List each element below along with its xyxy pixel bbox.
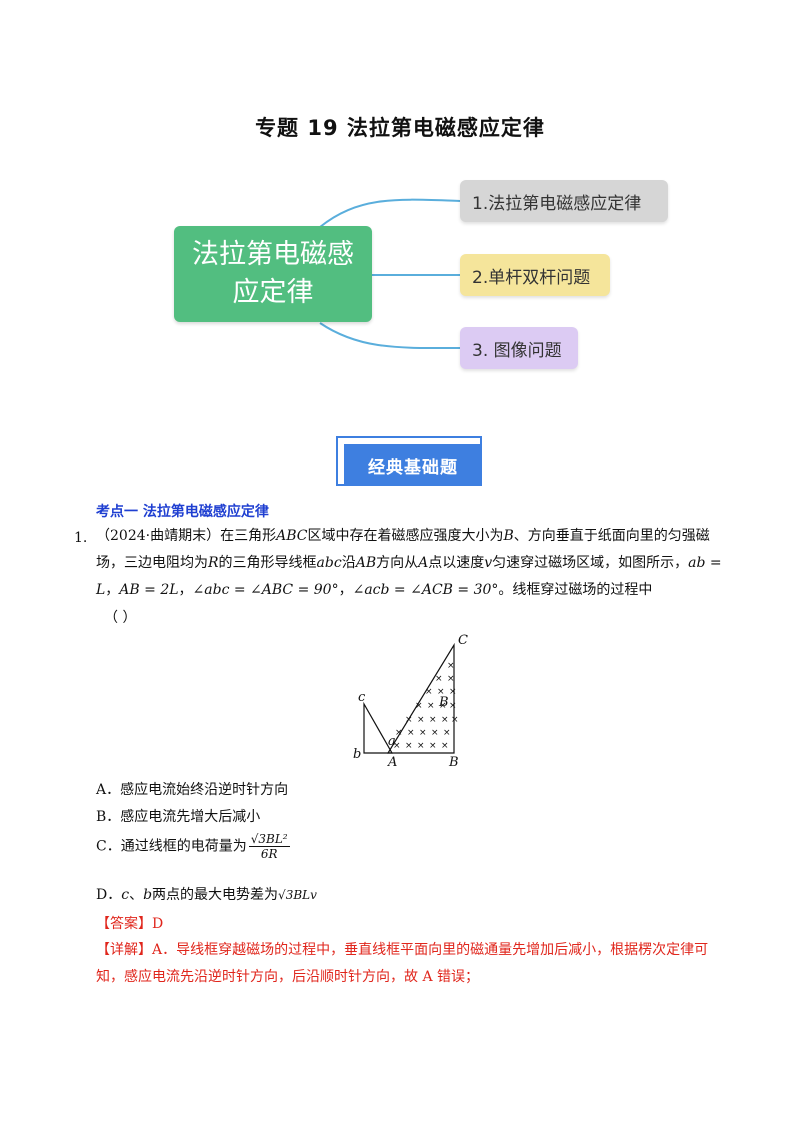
field-cross: × <box>437 687 445 697</box>
equation-AB: AB = 2L <box>119 582 179 598</box>
detail-text: A．导线框穿越磁场的过程中，垂直线框平面向里的磁通量先增加后减小，根据楞次定律可… <box>96 942 709 985</box>
field-cross: × <box>439 701 447 711</box>
field-cross: × <box>441 715 449 725</box>
banner-label: 经典基础题 <box>344 444 482 486</box>
var-b: b <box>143 887 153 903</box>
section-heading: 考点一 法拉第电磁感应定律 <box>96 504 269 520</box>
equation-ab: ab = L <box>96 555 722 598</box>
field-crosses: ××××××××××××××××××××××××× <box>393 661 459 751</box>
mind-map-branch-3: 3. 图像问题 <box>460 327 578 369</box>
field-cross: × <box>441 741 449 751</box>
var-R: R <box>208 555 219 571</box>
stem-text: 沿 <box>341 555 356 571</box>
mind-map: 法拉第电磁感 应定律 1.法拉第电磁感应定律 2.单杆双杆问题 3. 图像问题 <box>170 175 680 375</box>
central-node-line1: 法拉第电磁感 <box>192 239 354 270</box>
label-a: a <box>388 734 396 749</box>
field-cross: × <box>407 728 415 738</box>
field-cross: × <box>427 701 435 711</box>
label-A: A <box>387 755 397 770</box>
label-b: b <box>353 747 361 762</box>
stem-text: 的三角形导线框 <box>218 555 317 571</box>
field-cross: × <box>425 687 433 697</box>
separator: ， <box>338 582 353 598</box>
question-number: 1. <box>74 530 88 546</box>
section-banner: 经典基础题 <box>336 436 486 490</box>
mind-map-branch-2: 2.单杆双杆问题 <box>460 254 610 296</box>
answer-blank: （ ） <box>104 610 137 626</box>
question-stem: （2024·曲靖期末）在三角形ABC区域中存在着磁感应强度大小为B、方向垂直于纸… <box>96 523 736 604</box>
option-a: A．感应电流始终沿逆时针方向 <box>96 782 289 798</box>
field-cross: × <box>449 701 457 711</box>
field-cross: × <box>447 674 455 684</box>
wire-frame-triangle <box>363 701 394 754</box>
mind-map-central-node: 法拉第电磁感 应定律 <box>174 226 372 322</box>
figure-svg: ××××××××××××××××××××××××× C c B a b A B <box>353 633 468 770</box>
label-B-mid: B <box>438 695 449 710</box>
field-cross: × <box>405 715 413 725</box>
var-ABC: ABC <box>276 528 308 544</box>
option-c-text: C．通过线框的电荷量为 <box>96 838 247 855</box>
option-b: B．感应电流先增大后减小 <box>96 809 261 825</box>
separator: 、 <box>129 887 144 903</box>
stem-text: 。线框穿过磁场的过程中 <box>498 582 653 598</box>
field-cross: × <box>417 741 425 751</box>
stem-text: 在三角形 <box>220 528 277 544</box>
detail-label: 【详解】 <box>96 942 152 958</box>
field-cross: × <box>417 715 425 725</box>
magnetic-field-triangle <box>386 642 455 754</box>
stem-text: 匀速穿过磁场区域，如图所示， <box>492 555 689 571</box>
var-c: c <box>121 887 130 903</box>
fraction-numerator: √3BL² <box>248 832 290 847</box>
answer-line: 【答案】D <box>96 916 164 932</box>
option-d: D．c、b两点的最大电势差为√3BLv <box>96 884 317 904</box>
equation-angle-30: ∠acb = ∠ACB = 30° <box>352 582 499 598</box>
mind-map-connectors <box>319 198 461 350</box>
field-cross: × <box>405 741 413 751</box>
label-B: B <box>448 755 459 770</box>
field-cross: × <box>435 674 443 684</box>
var-abc: abc <box>316 555 342 571</box>
question-source: （2024·曲靖期末） <box>96 528 221 544</box>
separator: ， <box>105 582 120 598</box>
var-A: A <box>418 555 429 571</box>
field-cross: × <box>451 715 459 725</box>
stem-text: 、方向垂直于纸面向里的匀强磁场，三边电阻均为 <box>96 528 710 571</box>
field-cross: × <box>431 728 439 738</box>
field-cross: × <box>393 741 401 751</box>
stem-text: 方向从 <box>376 555 419 571</box>
stem-text: 区域中存在着磁感应强度大小为 <box>307 528 504 544</box>
field-cross: × <box>419 728 427 738</box>
central-node-line2: 应定律 <box>232 277 314 308</box>
field-cross: × <box>449 687 457 697</box>
equation-angle-90: ∠abc = ∠ABC = 90° <box>192 582 339 598</box>
field-cross: × <box>415 701 423 711</box>
option-d-prefix: D． <box>96 887 122 903</box>
fraction-denominator: 6R <box>260 847 278 861</box>
var-v: v <box>484 555 493 571</box>
var-B: B <box>503 528 514 544</box>
label-c: c <box>358 690 366 705</box>
var-AB: AB <box>355 555 377 571</box>
field-cross: × <box>429 715 437 725</box>
option-d-text: 两点的最大电势差为 <box>152 887 279 903</box>
mind-map-branch-1: 1.法拉第电磁感应定律 <box>460 180 668 222</box>
stem-text: 点以速度 <box>428 555 485 571</box>
field-cross: × <box>447 661 455 671</box>
field-cross: × <box>395 728 403 738</box>
separator: ， <box>178 582 193 598</box>
field-cross: × <box>429 741 437 751</box>
page-title: 专题 19 法拉第电磁感应定律 <box>255 116 545 140</box>
option-d-expression: √3BLv <box>278 888 317 902</box>
label-C: C <box>458 633 468 648</box>
detail-explanation: 【详解】A．导线框穿越磁场的过程中，垂直线框平面向里的磁通量先增加后减小，根据楞… <box>96 937 736 991</box>
field-cross: × <box>443 728 451 738</box>
physics-figure: ××××××××××××××××××××××××× C c B a b A B <box>348 628 478 770</box>
